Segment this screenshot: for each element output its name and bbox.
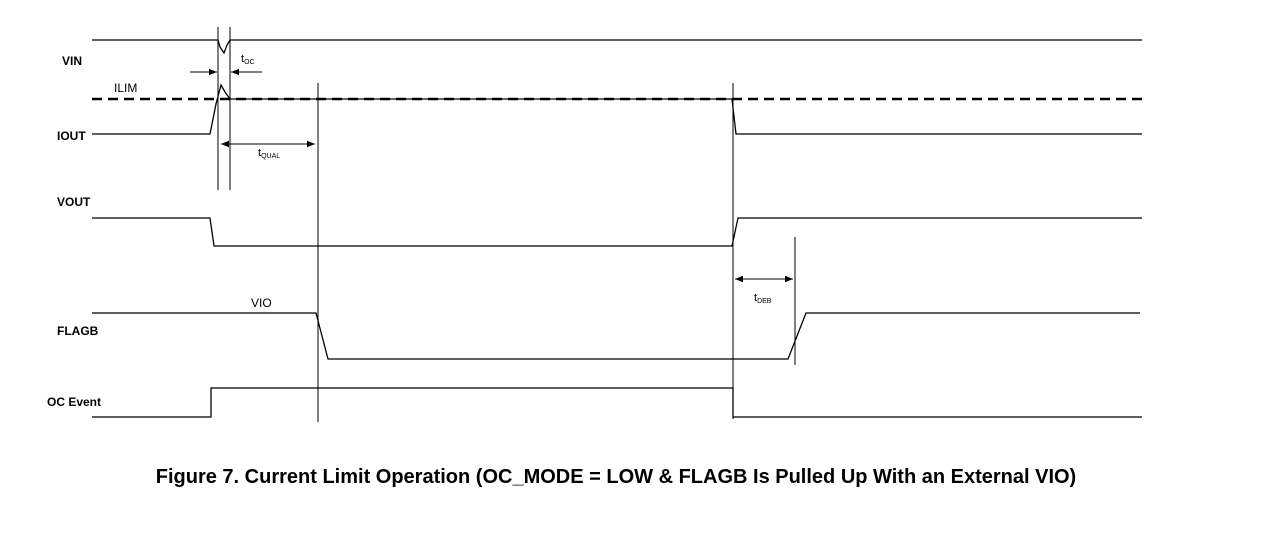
vout-waveform xyxy=(92,217,1142,247)
figure-caption: Figure 7. Current Limit Operation (OC_MO… xyxy=(155,466,1077,488)
vin-waveform xyxy=(92,39,1142,55)
vio-label: VIO xyxy=(251,296,272,310)
tqual-label: tQUAL xyxy=(258,147,280,160)
vin-label: VIN xyxy=(62,54,82,68)
vout-label: VOUT xyxy=(57,195,91,209)
tdeb-label: tDEB xyxy=(754,292,772,305)
oc-event-label: OC Event xyxy=(47,395,101,409)
iout-waveform xyxy=(92,83,1142,135)
flagb-waveform xyxy=(92,312,1140,360)
oc-event-waveform xyxy=(92,387,1142,418)
iout-label: IOUT xyxy=(57,129,86,143)
ilim-label: ILIM xyxy=(114,81,137,95)
flagb-label: FLAGB xyxy=(57,324,99,338)
toc-label: tOC xyxy=(241,53,255,66)
